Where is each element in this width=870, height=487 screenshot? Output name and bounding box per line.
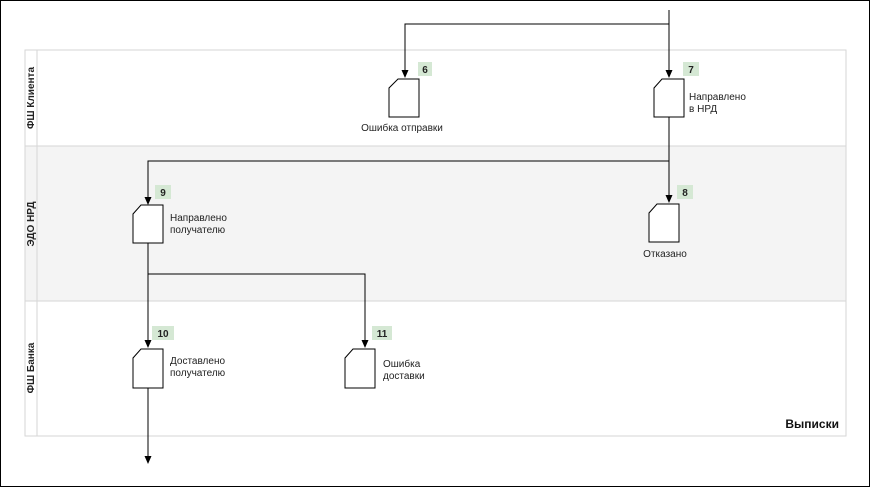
node-6[interactable]: 6 Ошибка отправки <box>361 62 443 134</box>
document-shape <box>653 78 685 118</box>
node-11[interactable]: 11 Ошибка доставки <box>344 326 425 389</box>
node-label-line-1: Ошибка <box>383 358 421 370</box>
edge-7-9 <box>144 160 669 205</box>
document-shape <box>344 348 376 389</box>
lane-fsh-klienta: ФШ Клиента <box>24 49 847 147</box>
node-number: 11 <box>377 329 388 340</box>
node-number: 6 <box>422 65 428 76</box>
edge-9-11 <box>148 273 369 348</box>
node-badge <box>152 326 174 340</box>
node-label: Отказано <box>643 249 687 260</box>
node-label-line-1: Направлено <box>689 92 746 103</box>
node-badge <box>677 185 693 199</box>
node-badge <box>418 62 432 76</box>
node-badge <box>155 185 171 199</box>
edge-start-6 <box>401 23 669 78</box>
node-number: 9 <box>160 188 166 199</box>
lane-label-fsh-banka: ФШ Банка <box>26 342 37 393</box>
node-badge <box>683 62 699 76</box>
node-label-line-2: доставки <box>383 371 425 382</box>
document-shape <box>648 203 680 243</box>
node-badge <box>372 326 392 340</box>
node-label-line-2: получателю <box>170 225 226 236</box>
node-7[interactable]: 7 Направлено в НРД <box>653 62 746 118</box>
node-label-line-2: в НРД <box>689 104 717 115</box>
node-label-line-2: получателю <box>170 368 226 379</box>
node-10[interactable]: 10 Доставлено получателю <box>132 326 226 389</box>
document-shape <box>132 348 164 389</box>
node-label-line-1: Доставлено <box>170 356 225 367</box>
node-label: Ошибка отправки <box>361 122 443 134</box>
lane-label-edo-nrd: ЭДО НРД <box>26 202 37 247</box>
node-8[interactable]: 8 Отказано <box>643 185 693 260</box>
node-number: 8 <box>682 188 688 199</box>
lane-label-fsh-klienta: ФШ Клиента <box>26 67 37 129</box>
node-number: 10 <box>157 329 169 340</box>
document-shape <box>388 78 420 118</box>
node-9[interactable]: 9 Направлено получателю <box>132 185 227 244</box>
node-label-line-1: Направлено <box>170 213 227 224</box>
diagram-title: Выписки <box>785 417 839 431</box>
edges <box>144 10 673 464</box>
document-shape <box>132 204 164 244</box>
node-number: 7 <box>688 65 694 76</box>
